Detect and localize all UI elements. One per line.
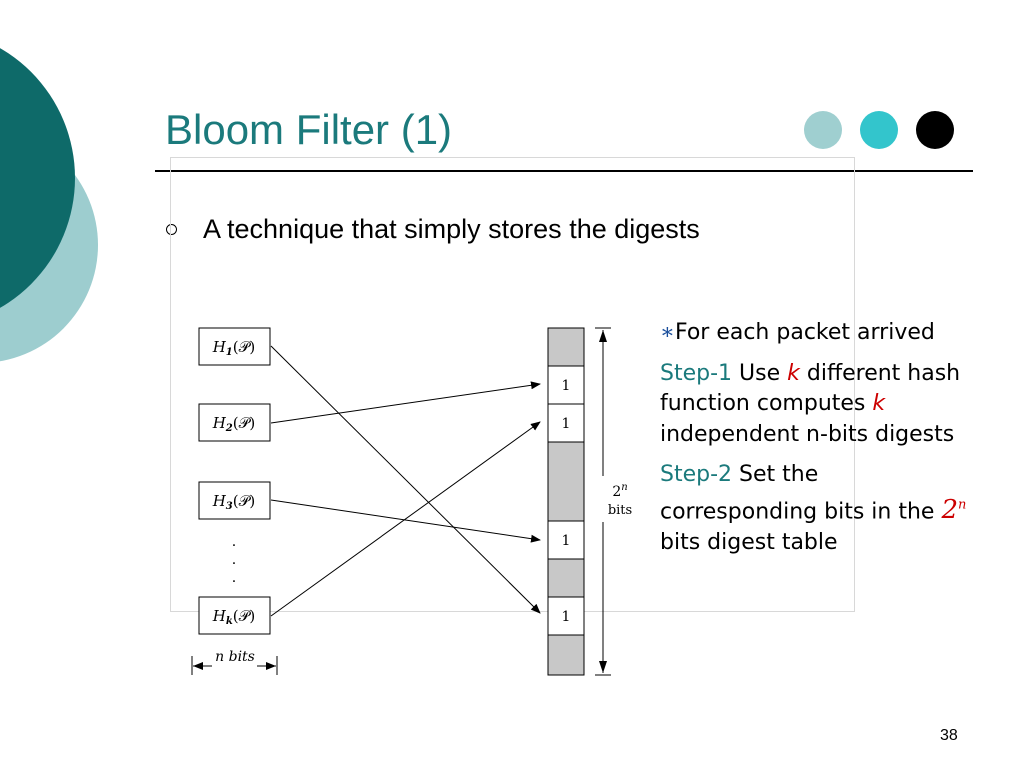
step-2-exponent: n [957,497,967,513]
star-bullet-icon: ∗ [660,320,675,345]
hash-subscript: 3 [226,501,233,512]
svg-text:2n: 2n [612,482,627,500]
svg-text:H3(𝒫): H3(𝒫) [212,492,256,512]
table-size-exponent: n [621,482,627,493]
hash-func-label: H [212,607,227,625]
hash-box-1: H1(𝒫) [198,327,271,366]
bit-cell [547,327,585,367]
background-circles [0,48,98,362]
page-number: 38 [940,727,958,744]
ellipsis-dot: . [232,570,236,586]
title-divider [155,170,973,172]
notes-intro: ∗For each packet arrived [660,318,980,349]
step-1-k: k [787,360,800,386]
step-2-text-a: Set the corresponding bits in the [660,462,942,525]
notes-step-2: Step-2 Set the corresponding bits in the… [660,460,980,558]
bit-value: 1 [562,378,571,394]
arrow-h2-to-bit [270,381,541,424]
table-size-dimension: 2n bits [595,327,632,676]
svg-text:H2(𝒫): H2(𝒫) [212,414,256,434]
step-1-label: Step-1 [660,360,733,386]
step-1-text-c: independent n-bits digests [660,421,955,447]
bit-value: 1 [562,609,571,625]
hash-arg: (𝒫) [233,607,256,625]
hash-arg: (𝒫) [233,492,256,510]
step-1-text-b: different hash function computes [660,360,961,417]
hash-box-k: Hk(𝒫) [198,596,271,635]
table-size-unit: bits [608,503,632,518]
bit-cell [547,365,585,405]
hash-func-label: H [212,492,227,510]
bit-cell [547,403,585,443]
explanation-notes: ∗For each packet arrived Step-1 Use k di… [660,318,980,568]
svg-text:Hk(𝒫): Hk(𝒫) [212,607,256,627]
step-2-text-b: bits digest table [660,529,838,555]
n-bits-dimension: n bits [191,649,278,675]
bit-cell [547,558,585,598]
hash-arg: (𝒫) [233,414,256,432]
arrow-hk-to-bit [270,421,541,617]
hash-subscript: 1 [226,347,233,358]
bullet-text: A technique that simply stores the diges… [203,214,700,244]
decor-dot-light [804,111,842,149]
hash-arg: (𝒫) [233,338,256,356]
dark-teal-circle [0,48,75,308]
step-2-label: Step-2 [660,462,733,487]
bit-table: 1 1 1 1 [547,327,585,676]
step-2-power: 2n [941,495,966,525]
step-1-k: k [872,391,886,416]
bit-cell [547,441,585,522]
hash-func-label: H [212,338,227,356]
ellipsis-dot: . [232,552,236,568]
arrow-h3-to-bit [270,499,541,543]
hash-subscript: 2 [225,423,233,434]
hash-box-2: H2(𝒫) [198,403,271,442]
decor-dot-cyan [860,111,898,149]
svg-text:H1(𝒫): H1(𝒫) [212,338,256,358]
bit-cell [547,634,585,676]
notes-step-1: Step-1 Use k different hash function com… [660,359,980,451]
diagram-frame [170,157,855,612]
hash-box-3: H3(𝒫) [198,481,271,520]
bullet-circle-icon [166,224,177,235]
arrow-h1-to-bit [270,345,541,614]
bit-value: 1 [562,416,571,432]
step-2-base: 2 [941,495,958,526]
table-size-base: 2 [612,484,621,500]
decor-dot-black [916,111,954,149]
hash-func-label: H [212,414,227,432]
notes-intro-text: For each packet arrived [674,320,935,345]
hash-subscript: k [226,616,233,627]
n-bits-label: n bits [215,649,255,665]
bit-value: 1 [562,533,571,549]
step-1-text-a: Use [732,360,788,386]
slide-title: Bloom Filter (1) [165,106,453,153]
ellipsis-dot: . [232,534,236,550]
